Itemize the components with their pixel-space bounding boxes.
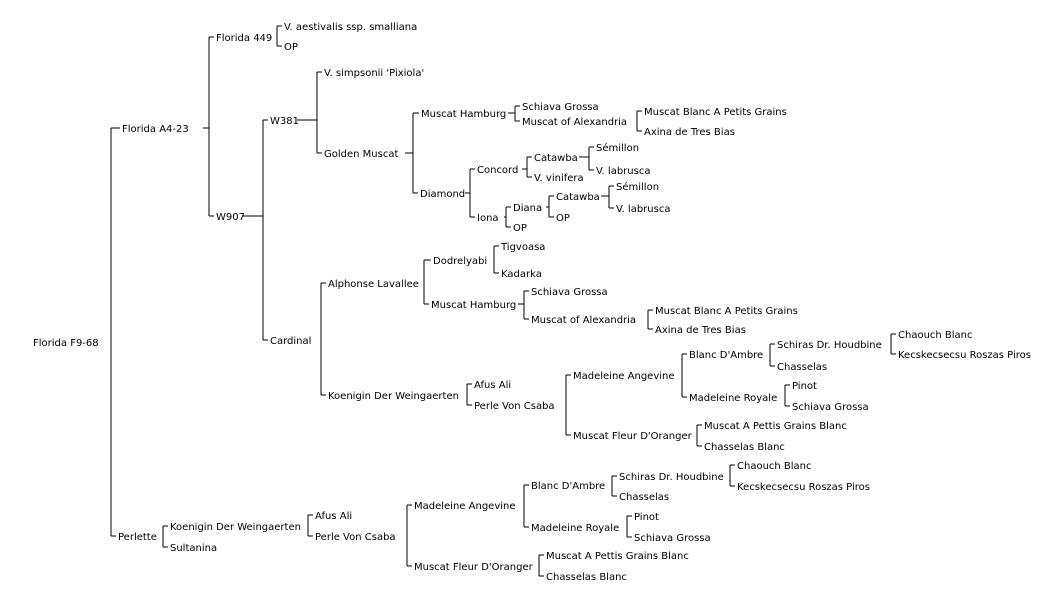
- node-label-muscat-fleur-d-oranger: Muscat Fleur D'Oranger: [573, 431, 693, 442]
- node-label-madeleine-royale: Madeleine Royale: [689, 393, 777, 404]
- node-label-diana: Diana: [513, 203, 542, 214]
- node-label-sultanina: Sultanina: [170, 543, 217, 554]
- node-label-schiras-dr-houdbine: Schiras Dr. Houdbine: [777, 340, 882, 351]
- node-label-madeleine-angevine: Madeleine Angevine: [573, 371, 675, 382]
- node-label-muscat-blanc-a-petits-grains: Muscat Blanc A Petits Grains: [655, 306, 798, 317]
- node-label-catawba: Catawba: [534, 153, 578, 164]
- node-label-koenigin-der-weingaerten: Koenigin Der Weingaerten: [170, 522, 301, 533]
- node-label-dodrelyabi: Dodrelyabi: [433, 256, 487, 267]
- node-label-v-labrusca: V. labrusca: [616, 204, 670, 215]
- node-label-schiava-grossa: Schiava Grossa: [792, 402, 869, 413]
- node-label-muscat-blanc-a-petits-grains: Muscat Blanc A Petits Grains: [644, 107, 787, 118]
- node-label-kecskecsecsu-roszas-piros: Kecskecsecsu Roszas Piros: [898, 350, 1031, 361]
- node-label-chasselas-blanc: Chasselas Blanc: [546, 572, 627, 583]
- node-label-chaouch-blanc: Chaouch Blanc: [898, 330, 973, 341]
- node-label-op: OP: [513, 223, 527, 234]
- node-label-blanc-d-ambre: Blanc D'Ambre: [531, 481, 605, 492]
- node-label-muscat-fleur-d-oranger: Muscat Fleur D'Oranger: [414, 562, 534, 573]
- node-label-chasselas: Chasselas: [619, 492, 669, 503]
- node-label-catawba: Catawba: [556, 192, 600, 203]
- node-label-schiava-grossa: Schiava Grossa: [634, 533, 711, 544]
- node-label-afus-ali: Afus Ali: [315, 511, 352, 522]
- node-label-florida-a4-23: Florida A4-23: [122, 124, 189, 135]
- node-label-muscat-of-alexandria: Muscat of Alexandria: [531, 315, 636, 326]
- node-label-perle-von-csaba: Perle Von Csaba: [315, 532, 396, 543]
- node-label-v-vinifera: V. vinifera: [534, 173, 584, 184]
- node-label-axina-de-tres-bias: Axina de Tres Bias: [655, 325, 746, 336]
- node-label-alphonse-lavallee: Alphonse Lavallee: [328, 279, 419, 290]
- node-label-pinot: Pinot: [792, 381, 817, 392]
- node-label-kecskecsecsu-roszas-piros: Kecskecsecsu Roszas Piros: [737, 482, 870, 493]
- node-label-cardinal: Cardinal: [270, 336, 311, 347]
- node-label-v-simpsonii-pixiola: V. simpsonii 'Pixiola': [324, 68, 424, 79]
- node-label-muscat-hamburg: Muscat Hamburg: [431, 300, 516, 311]
- node-label-op: OP: [284, 42, 298, 53]
- node-label-blanc-d-ambre: Blanc D'Ambre: [689, 350, 763, 361]
- node-label-schiava-grossa: Schiava Grossa: [531, 287, 608, 298]
- node-label-koenigin-der-weingaerten: Koenigin Der Weingaerten: [328, 391, 459, 402]
- node-label-schiava-grossa: Schiava Grossa: [522, 102, 599, 113]
- node-label-op: OP: [556, 213, 570, 224]
- node-label-schiras-dr-houdbine: Schiras Dr. Houdbine: [619, 472, 724, 483]
- node-label-perlette: Perlette: [118, 532, 157, 543]
- node-label-muscat-a-pettis-grains-blanc: Muscat A Pettis Grains Blanc: [704, 421, 847, 432]
- node-label-florida-449: Florida 449: [216, 33, 272, 44]
- node-label-iona: Iona: [477, 213, 499, 224]
- node-label-florida-f9-68: Florida F9-68: [33, 338, 99, 349]
- node-label-v-aestivalis-ssp-smalliana: V. aestivalis ssp. smalliana: [284, 22, 417, 33]
- node-label-chasselas-blanc: Chasselas Blanc: [704, 442, 785, 453]
- node-label-madeleine-angevine: Madeleine Angevine: [414, 501, 516, 512]
- node-label-s-millon: Sémillon: [596, 142, 639, 154]
- node-label-tigvoasa: Tigvoasa: [500, 242, 545, 253]
- node-label-v-labrusca: V. labrusca: [596, 166, 650, 177]
- node-label-w381: W381: [270, 116, 299, 127]
- node-label-pinot: Pinot: [634, 512, 659, 523]
- node-label-chaouch-blanc: Chaouch Blanc: [737, 461, 812, 472]
- node-label-chasselas: Chasselas: [777, 362, 827, 373]
- node-label-kadarka: Kadarka: [501, 269, 542, 280]
- node-label-s-millon: Sémillon: [616, 181, 659, 193]
- node-label-madeleine-royale: Madeleine Royale: [531, 523, 619, 534]
- node-label-axina-de-tres-bias: Axina de Tres Bias: [644, 127, 735, 138]
- node-label-concord: Concord: [477, 165, 518, 176]
- node-label-diamond: Diamond: [420, 189, 465, 200]
- node-label-perle-von-csaba: Perle Von Csaba: [474, 401, 555, 412]
- node-label-golden-muscat: Golden Muscat: [324, 149, 398, 160]
- node-label-muscat-of-alexandria: Muscat of Alexandria: [522, 117, 627, 128]
- node-label-w907: W907: [216, 212, 245, 223]
- node-label-muscat-a-pettis-grains-blanc: Muscat A Pettis Grains Blanc: [546, 551, 689, 562]
- node-label-afus-ali: Afus Ali: [474, 380, 511, 391]
- node-label-muscat-hamburg: Muscat Hamburg: [421, 109, 506, 120]
